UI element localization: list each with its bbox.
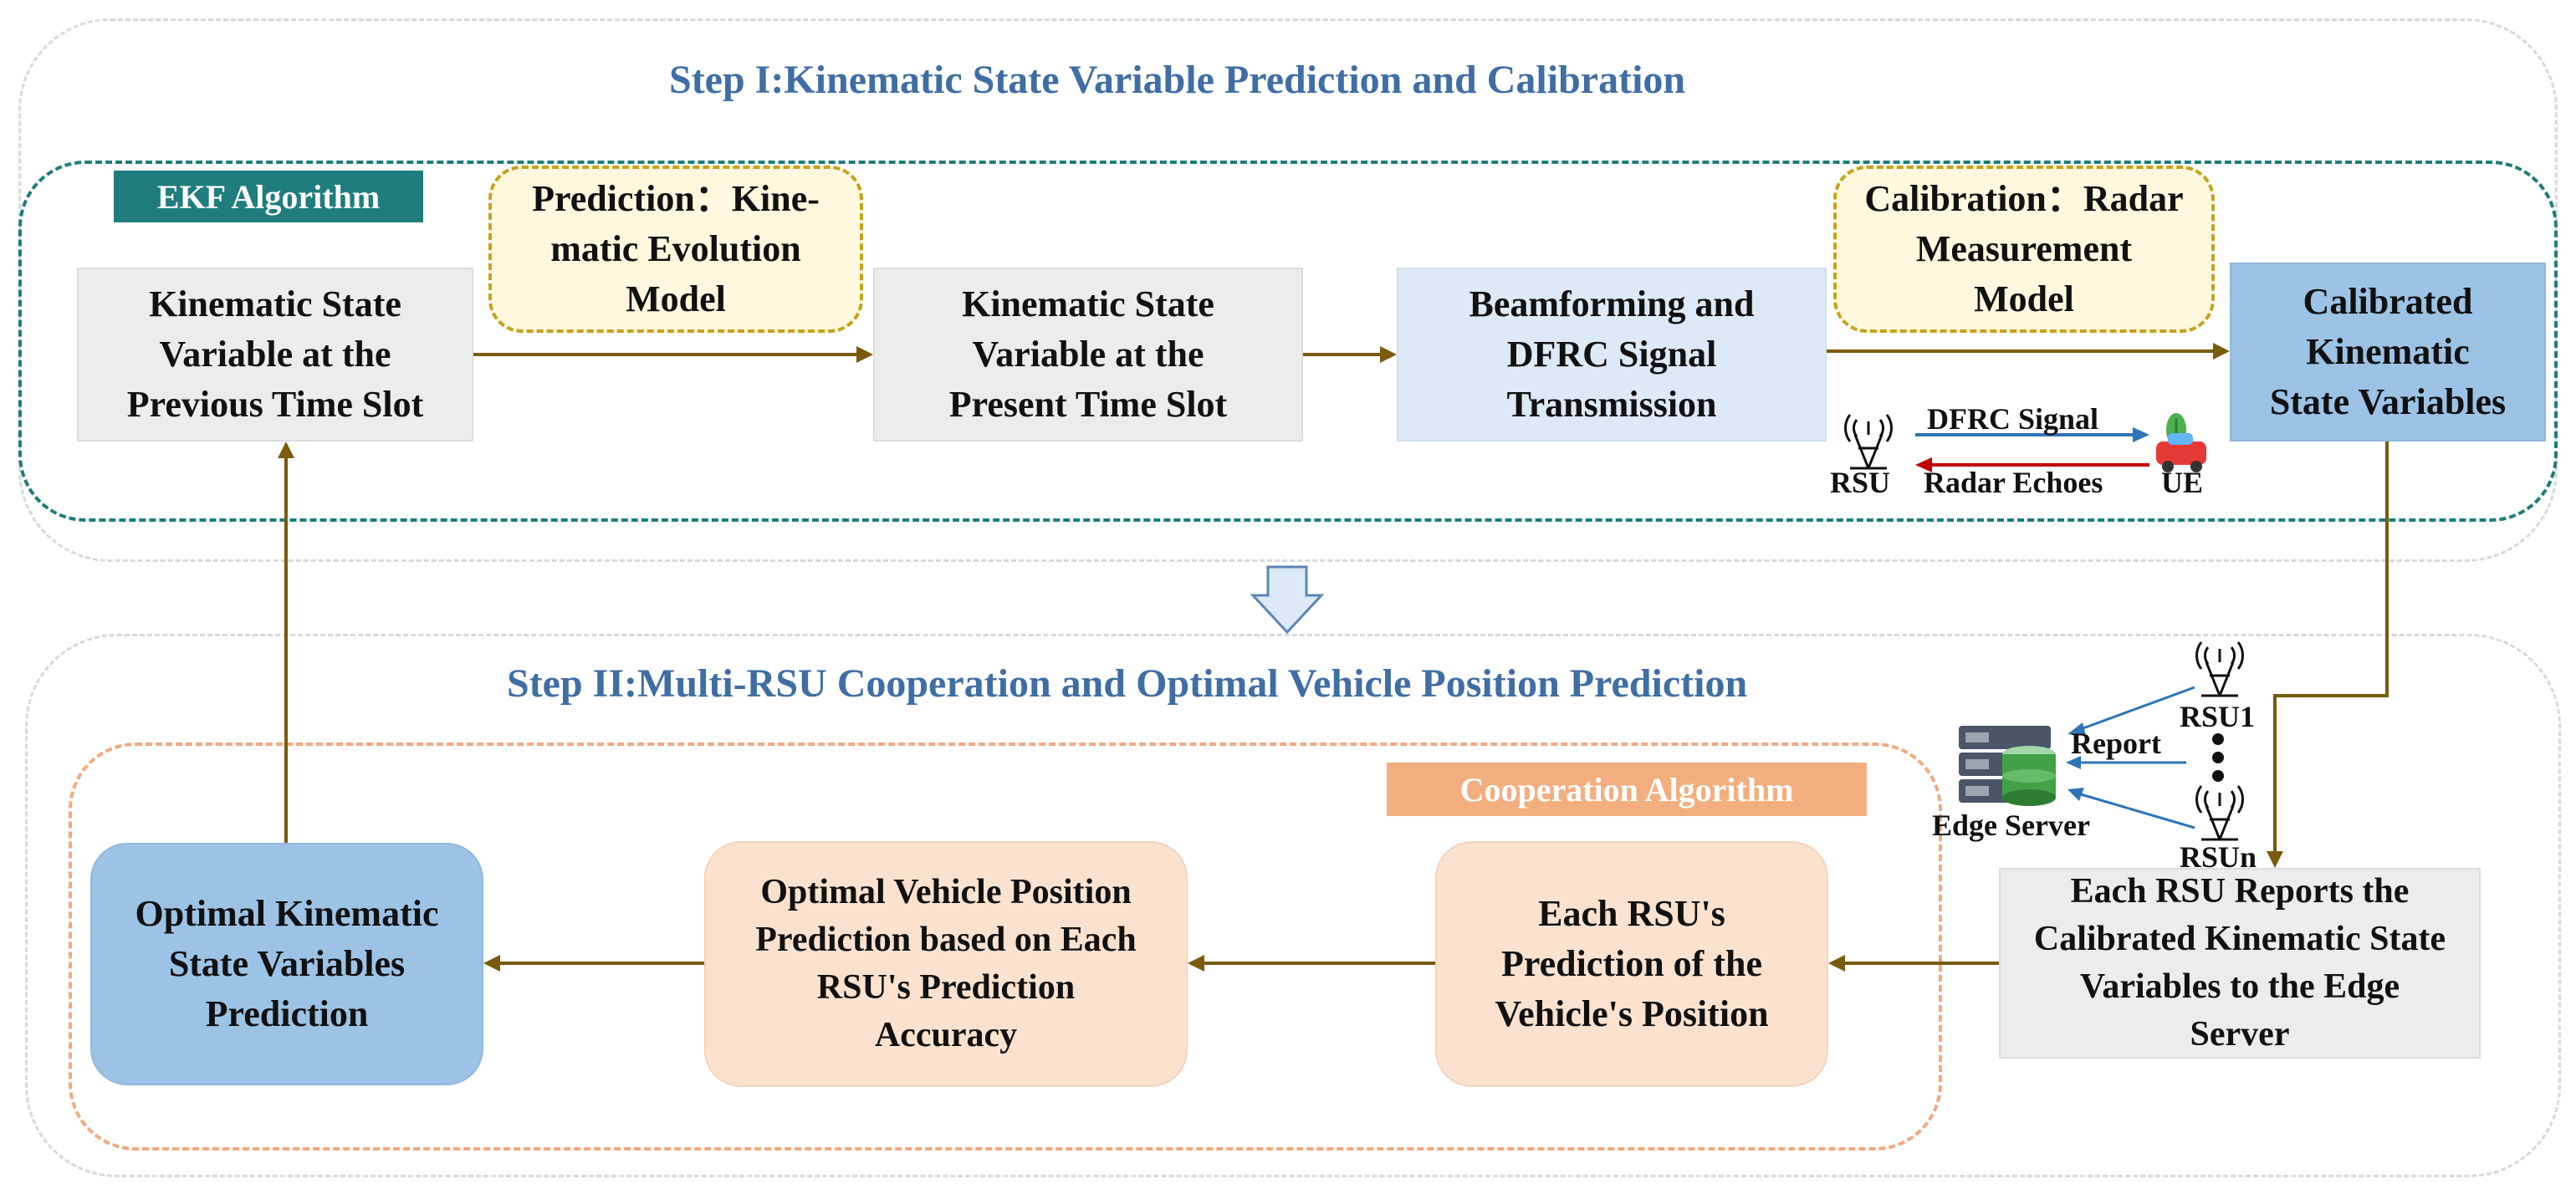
edge-server-icon [1959, 726, 2056, 806]
ekf-region [18, 161, 2558, 522]
arrowhead [1188, 955, 1204, 972]
arrowhead [856, 346, 873, 363]
radar-echoes-label: Radar Echoes [1924, 466, 2103, 499]
report-label: Report [2071, 727, 2161, 760]
down-arrow-icon [1250, 565, 1325, 635]
edge-server-label: Edge Server [1932, 809, 2090, 842]
arrowhead [483, 955, 500, 972]
step2-title: Step II:Multi-RSU Cooperation and Optima… [507, 661, 1748, 706]
rsu-tower-icon [1844, 414, 1893, 470]
arrowhead [278, 441, 294, 458]
rsu-label: RSU [1830, 466, 1891, 499]
ekf-algorithm-tag: EKF Algorithm [114, 171, 423, 222]
arrowhead [2067, 722, 2086, 736]
car-icon [2156, 413, 2206, 472]
ue-label: UE [2161, 466, 2204, 499]
arrowhead [2133, 427, 2149, 442]
rsu-tower-icon [2195, 785, 2244, 841]
arrowhead [2067, 788, 2084, 801]
step1-title: Step I:Kinematic State Variable Predicti… [669, 58, 1686, 102]
dfrc-signal-label: DFRC Signal [1927, 402, 2099, 436]
arrowhead [2267, 851, 2283, 868]
arrowhead [2066, 756, 2081, 769]
cooperation-region [69, 742, 1942, 1151]
rsu1-label: RSU1 [2180, 700, 2256, 733]
report-arrow [2080, 793, 2195, 829]
ellipsis-dots [2212, 733, 2224, 782]
arrowhead [1828, 955, 1845, 972]
arrowhead [1380, 346, 1397, 363]
arrowhead [2213, 343, 2230, 360]
rsun-label: RSUn [2180, 840, 2257, 874]
rsu-tower-icon [2195, 641, 2244, 697]
arrowhead [1915, 457, 1932, 472]
arrow-calibrated-to-reports [2273, 441, 2389, 855]
cooperation-algorithm-tag: Cooperation Algorithm [1387, 763, 1867, 816]
report-arrow [2080, 686, 2195, 731]
step2-region [25, 634, 2561, 1177]
